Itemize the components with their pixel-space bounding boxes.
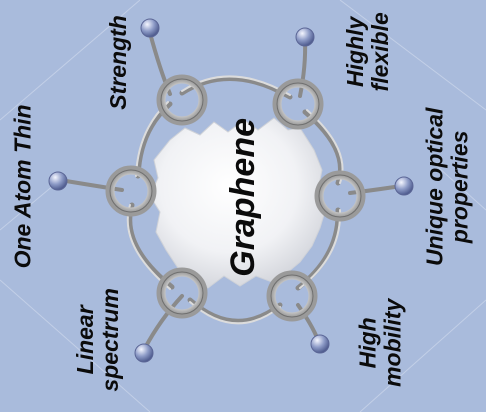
atom-linear-spectrum — [135, 344, 153, 362]
property-label-line: One Atom Thin — [11, 104, 36, 268]
atom-strength — [141, 19, 159, 37]
property-label-line: Unique optical — [422, 108, 447, 266]
center-label: Graphene — [225, 118, 262, 277]
property-label-line: Linear — [73, 288, 98, 392]
property-label-line: High — [355, 299, 380, 387]
property-label-linear-spectrum: Linear spectrum — [73, 288, 123, 392]
property-label-highly-flexible: Highly flexible — [342, 12, 392, 91]
ring-atom — [271, 275, 313, 317]
property-label-high-mobility: High mobility — [355, 299, 405, 387]
property-label-line: Highly — [342, 12, 367, 91]
atom-one-atom-thin — [49, 172, 67, 190]
property-label-line: flexible — [367, 12, 392, 91]
property-label-strength: Strength — [105, 15, 130, 110]
property-label-line: Strength — [105, 15, 130, 110]
atom-high-mobility — [311, 335, 329, 353]
center-label-text: Graphene — [225, 118, 262, 277]
ring-atom — [277, 83, 319, 125]
property-label-line: spectrum — [98, 288, 123, 392]
property-label-one-atom-thin: One Atom Thin — [11, 104, 36, 268]
property-label-line: mobility — [380, 299, 405, 387]
ring-atom — [161, 272, 203, 314]
ring-atom — [161, 79, 203, 121]
atom-unique-optical — [395, 177, 413, 195]
property-label-line: properties — [447, 108, 472, 266]
property-label-unique-optical-properties: Unique optical properties — [422, 108, 472, 266]
atom-highly-flexible — [296, 28, 314, 46]
